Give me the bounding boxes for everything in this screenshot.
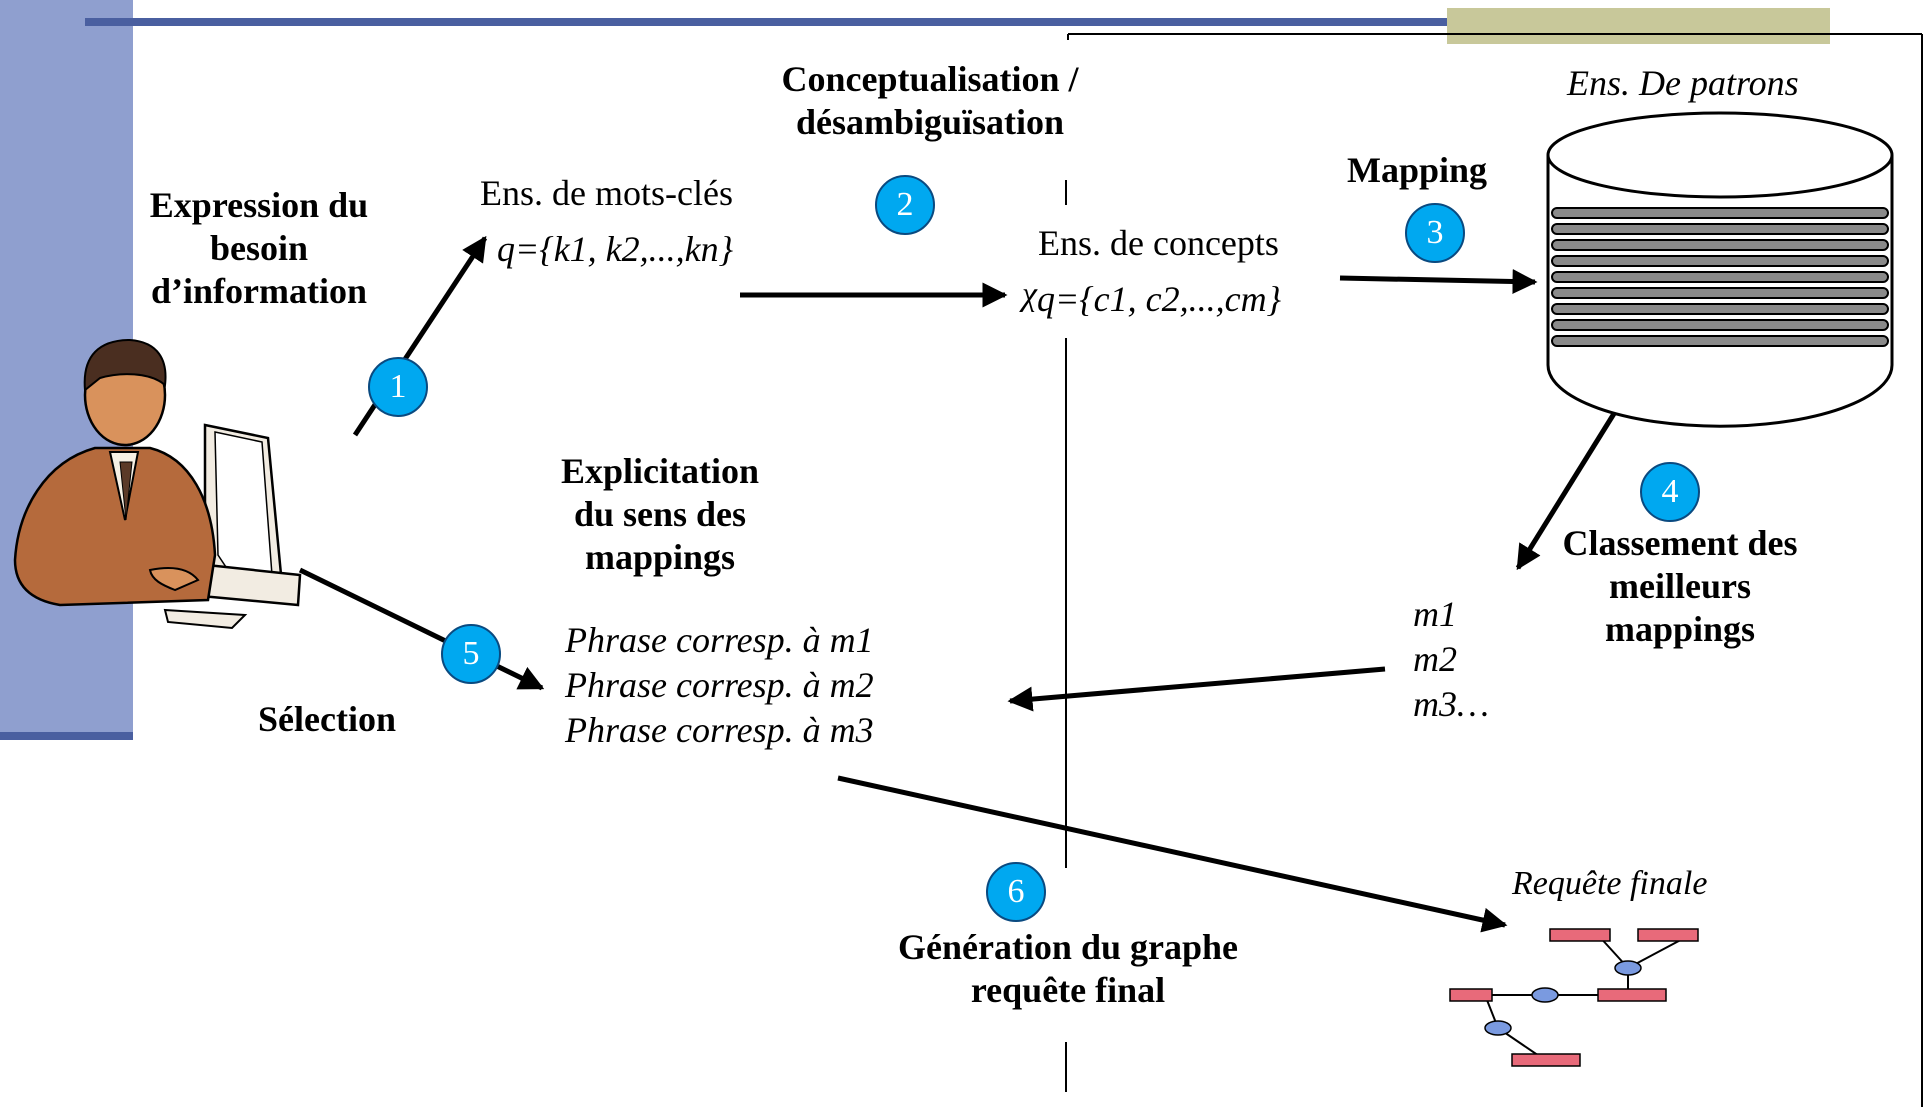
explicitation-label: Explicitation du sens des mappings [525, 450, 795, 580]
arrow-step-4 [1515, 410, 1618, 571]
phrase-m1: Phrase corresp. à m1 [565, 620, 874, 660]
arrow-step-6 [837, 775, 1508, 933]
concepts-formula: χq={c1, c2,...,cm} [1022, 276, 1281, 322]
patterns-label: Ens. De patrons [1567, 63, 1799, 103]
arrow-step-5 [298, 567, 545, 691]
user-at-computer-icon [13, 338, 302, 630]
phrase-m3: Phrase corresp. à m3 [565, 710, 874, 750]
explicitation-line-2: du sens des [573, 494, 747, 535]
generation-line-1: Génération du graphe [897, 927, 1238, 967]
top-rule [85, 18, 1830, 26]
step-5-badge: 5 [441, 624, 501, 684]
keywords-formula: q={k1, k2,...,kn} [497, 229, 734, 269]
expression-line-3: d’information [151, 271, 367, 312]
keywords-title: Ens. de mots-clés [480, 173, 733, 213]
classement-line-1: Classement des [1562, 523, 1798, 563]
explicitation-line-1: Explicitation [560, 451, 760, 491]
step-2-badge: 2 [875, 175, 935, 235]
chi-symbol: χ [1022, 276, 1037, 313]
conceptualisation-line-1: Conceptualisation / [781, 59, 1079, 99]
mapping-item-1: m1 [1413, 594, 1457, 634]
left-bar-shadow [0, 732, 133, 740]
step-6-badge: 6 [986, 862, 1046, 922]
step-1-badge: 1 [368, 357, 428, 417]
conceptualisation-line-2: désambiguïsation [795, 102, 1065, 143]
phrases-list: Phrase corresp. à m1 Phrase corresp. à m… [565, 618, 874, 753]
selection-label: Sélection [258, 699, 396, 739]
arrow-to-phrases [1007, 666, 1386, 712]
step-3-badge: 3 [1405, 203, 1465, 263]
mapping-label: Mapping [1347, 150, 1488, 190]
mapping-item-3: m3… [1413, 684, 1490, 724]
final-query-label: Requête finale [1512, 865, 1708, 902]
step-4-badge: 4 [1640, 462, 1700, 522]
classement-label: Classement des meilleurs mappings [1530, 522, 1830, 652]
expression-label: Expression du besoin d’information [128, 184, 390, 314]
concepts-formula-text: q={c1, c2,...,cm} [1036, 279, 1281, 319]
classement-line-3: mappings [1604, 609, 1756, 650]
arrow-step-3 [1339, 269, 1538, 295]
expression-line-2: besoin [209, 228, 309, 269]
classement-line-2: meilleurs [1609, 566, 1751, 607]
mapping-item-2: m2 [1413, 639, 1457, 679]
expression-line-1: Expression du [149, 185, 369, 225]
conceptualisation-label: Conceptualisation / désambiguïsation [740, 58, 1120, 144]
explicitation-line-3: mappings [584, 537, 736, 578]
mappings-list: m1 m2 m3… [1413, 592, 1489, 727]
phrase-m2: Phrase corresp. à m2 [565, 665, 874, 705]
concepts-title: Ens. de concepts [1038, 223, 1279, 263]
generation-label: Génération du graphe requête final [868, 926, 1268, 1012]
generation-line-2: requête final [970, 970, 1166, 1011]
header-accent-block [1447, 8, 1830, 44]
query-graph-icon [1449, 928, 1699, 1067]
database-cylinder-icon [1546, 111, 1894, 428]
